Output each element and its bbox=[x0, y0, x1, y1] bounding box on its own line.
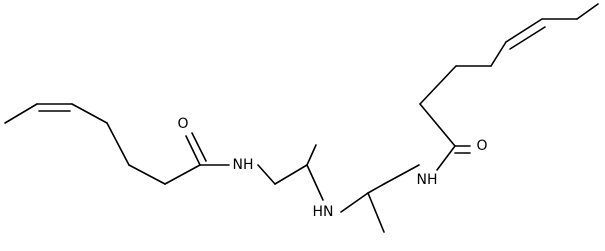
carbonyl-bond bbox=[185, 135, 201, 166]
oxygen-label-right: O bbox=[476, 138, 487, 154]
bond bbox=[4, 103, 38, 124]
bond bbox=[576, 3, 599, 20]
oxygen-label-left: O bbox=[177, 116, 188, 132]
double-bond bbox=[505, 18, 543, 43]
bond bbox=[106, 122, 130, 166]
amide-nitrogen-label-right: NH bbox=[417, 172, 438, 188]
double-bond-inner bbox=[509, 26, 546, 50]
bond bbox=[383, 164, 420, 185]
bond bbox=[340, 192, 369, 213]
central-linker bbox=[257, 144, 420, 233]
right-octenoyl-chain bbox=[419, 3, 599, 171]
bond bbox=[419, 65, 457, 105]
methyl-bond bbox=[306, 144, 317, 166]
left-octenoyl-chain bbox=[4, 103, 230, 185]
bond bbox=[367, 183, 385, 194]
bond bbox=[164, 164, 201, 185]
bond bbox=[490, 41, 507, 67]
bond bbox=[71, 103, 108, 124]
bond bbox=[306, 164, 324, 201]
bond bbox=[257, 164, 276, 185]
bond bbox=[274, 164, 308, 185]
methyl-bond bbox=[367, 192, 385, 233]
bond bbox=[128, 164, 166, 185]
amide-bond bbox=[436, 145, 456, 171]
amide-nitrogen-label-left: NH bbox=[233, 157, 254, 173]
carbonyl-bond-inner bbox=[191, 132, 207, 162]
secondary-amine-label: HN bbox=[313, 204, 334, 220]
bond bbox=[419, 103, 456, 147]
